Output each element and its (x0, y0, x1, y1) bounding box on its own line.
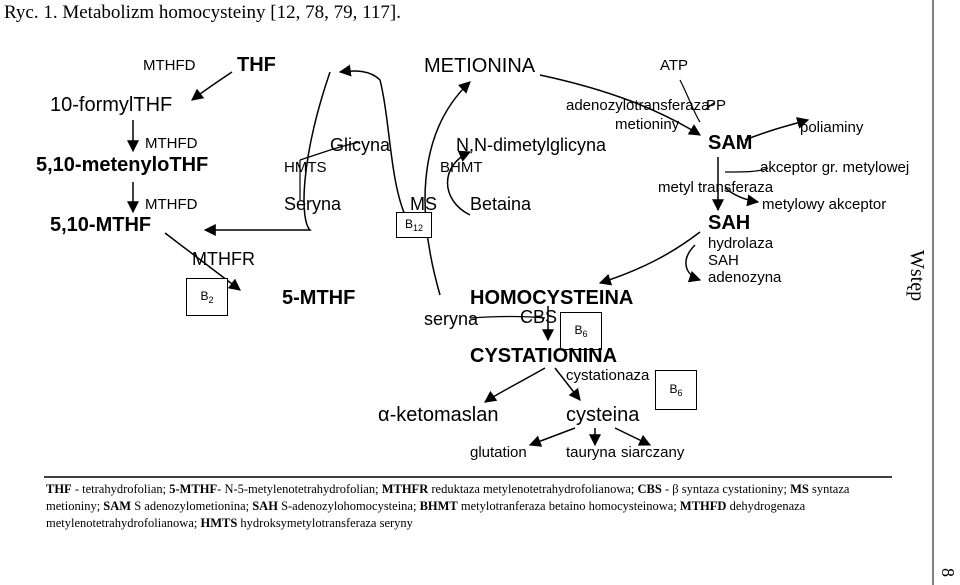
legend-definition: - tetrahydrofolian; (71, 482, 170, 496)
legend-term: THF (46, 482, 72, 496)
cofactor-b2-label-subscript: 2 (208, 295, 214, 306)
label-mthfd-3: MTHFD (145, 196, 198, 213)
legend-term: 5-MTHF (169, 482, 218, 496)
legend-definition: reduktaza metylenotetrahydrofolianowa; (428, 482, 638, 496)
legend-definition: metylotranferaza betaino homocysteinowa; (457, 499, 680, 513)
label-homocysteina: HOMOCYSTEINA (470, 287, 634, 309)
label-cbs: CBS (520, 307, 558, 327)
label-betaina: Betaina (470, 194, 532, 214)
label-mthfd-2: MTHFD (145, 135, 198, 152)
legend-definition: S adenozylometionina; (131, 499, 253, 513)
label-ketomaslan: α-ketomaslan (378, 404, 499, 426)
label-metioniny: metioniny (615, 116, 680, 133)
label-glutation: glutation (470, 444, 527, 461)
arrow-sam-to-poliaminy (744, 117, 810, 141)
label-sam: SAM (708, 132, 753, 154)
legend-term: SAH (252, 499, 278, 513)
legend-term: HMTS (200, 516, 238, 530)
arrow-to-ketomaslan (484, 367, 546, 403)
label-glicyna: Glicyna (330, 135, 391, 155)
legend-term: CBS (637, 482, 662, 496)
arrow-betaina-loop (446, 150, 472, 216)
arrow-metylowy-akceptor (724, 187, 760, 207)
legend-definition: dehydrogenaza metylenotetrahydrofolianow… (46, 499, 806, 530)
label-metenylo-thf: 5,10-metenyloTHF (36, 154, 209, 176)
label-cysteina: cysteina (566, 404, 640, 426)
label-cystationaza: cystationaza (566, 367, 650, 384)
label-5-10-mthf: 5,10-MTHF (50, 214, 152, 236)
label-akceptor: akceptor gr. metylowej (760, 159, 910, 176)
legend-term: MS (790, 482, 809, 496)
arrow-sam-to-pp (704, 102, 715, 111)
legend-definition: - β syntaza cystationiny; (661, 482, 791, 496)
label-hydrolaza: hydrolaza (708, 235, 774, 252)
cofactor-b12-box: B12 (396, 212, 432, 238)
cofactor-b2-box: B2 (186, 278, 228, 316)
figure-caption: Ryc. 1. Metabolizm homocysteiny [12, 78,… (4, 2, 401, 23)
arrow-sah-to-adenozyna (685, 244, 702, 283)
arrow-cystationina-to-cysteina (554, 367, 581, 401)
cofactor-b6-label-a-subscript: 6 (582, 329, 588, 340)
arrow-seryna-link-cbs (469, 315, 546, 319)
label-bhmt: BHMT (440, 159, 483, 176)
legend-term: MTHFR (381, 482, 429, 496)
arrow-cysteina-to-siarczany (614, 427, 652, 446)
cofactor-b12-label-subscript: 12 (413, 223, 424, 234)
label-mthfr: MTHFR (192, 249, 255, 269)
label-hmts: HMTS (284, 159, 327, 176)
cofactor-b6-label-b-subscript: 6 (677, 388, 683, 399)
legend-definition: syntaza metioniny; (46, 482, 850, 513)
label-siarczany: siarczany (621, 444, 685, 461)
arrow-thf-cycle (203, 71, 331, 236)
label-sah: SAH (708, 212, 751, 234)
label-dimetylglicyna: N,N-dimetylglicyna (456, 135, 607, 155)
arrow-metionina-to-sam (539, 74, 702, 136)
label-tauryna: tauryna (566, 444, 617, 461)
label-thf: THF (237, 54, 276, 76)
arrow-atp-link (679, 79, 701, 123)
arrow-akceptor-link (724, 167, 769, 173)
abbreviation-legend: THF - tetrahydrofolian; 5-MTHF- N-5-mety… (46, 481, 906, 532)
label-adenozylotransferaza: adenozylotransferaza (566, 97, 710, 114)
arrow-cysteina-to-glutation (528, 427, 576, 447)
cofactor-b6-box-b: B6 (655, 370, 697, 410)
arrow-glicyna-link (299, 141, 361, 161)
label-adenozyna: adenozyna (708, 269, 782, 286)
legend-definition: hydroksymetylotransferaza seryny (237, 516, 413, 530)
label-seryna: Seryna (284, 194, 342, 214)
cofactor-b6-label-a: B6 (574, 322, 588, 340)
cofactor-b2-label: B2 (200, 288, 214, 306)
arrow-thf-to-formyl (191, 71, 233, 101)
legend-term: BHMT (419, 499, 458, 513)
legend-term: MTHFD (679, 499, 727, 513)
label-seryna-small: seryna (424, 309, 479, 329)
label-atp: ATP (660, 57, 689, 74)
label-poliaminy: poliaminy (800, 119, 864, 136)
arrow-homocysteine-to-metionina (424, 81, 471, 296)
cofactor-b12-label: B12 (404, 216, 424, 234)
label-ms: MS (410, 194, 437, 214)
legend-term: SAM (103, 499, 132, 513)
label-metyl-transferaza: metyl transferaza (658, 179, 774, 196)
cofactor-b6-label-b: B6 (669, 381, 683, 399)
label-mthfd-top: MTHFD (143, 57, 196, 74)
section-side-label: Wstęp (906, 250, 928, 302)
label-metionina: METIONINA (424, 55, 536, 77)
arrow-5mthf-to-thf (338, 64, 406, 216)
legend-definition: - N-5-metylenotetrahydrofolian; (217, 482, 382, 496)
label-pp: PP (706, 97, 727, 114)
page-number: 8 (938, 568, 958, 577)
label-sah-small: SAH (708, 252, 739, 269)
legend-definition: S-adenozylohomocysteina; (277, 499, 420, 513)
label-formyl-thf: 10-formylTHF (50, 94, 173, 116)
cofactor-b6-box-a: B6 (560, 312, 602, 350)
arrow-sah-to-homocysteina (598, 231, 701, 286)
label-metylowy-akceptor: metylowy akceptor (762, 196, 887, 213)
label-5-mthf: 5-MTHF (282, 287, 356, 309)
label-cystationina: CYSTATIONINA (470, 345, 618, 367)
